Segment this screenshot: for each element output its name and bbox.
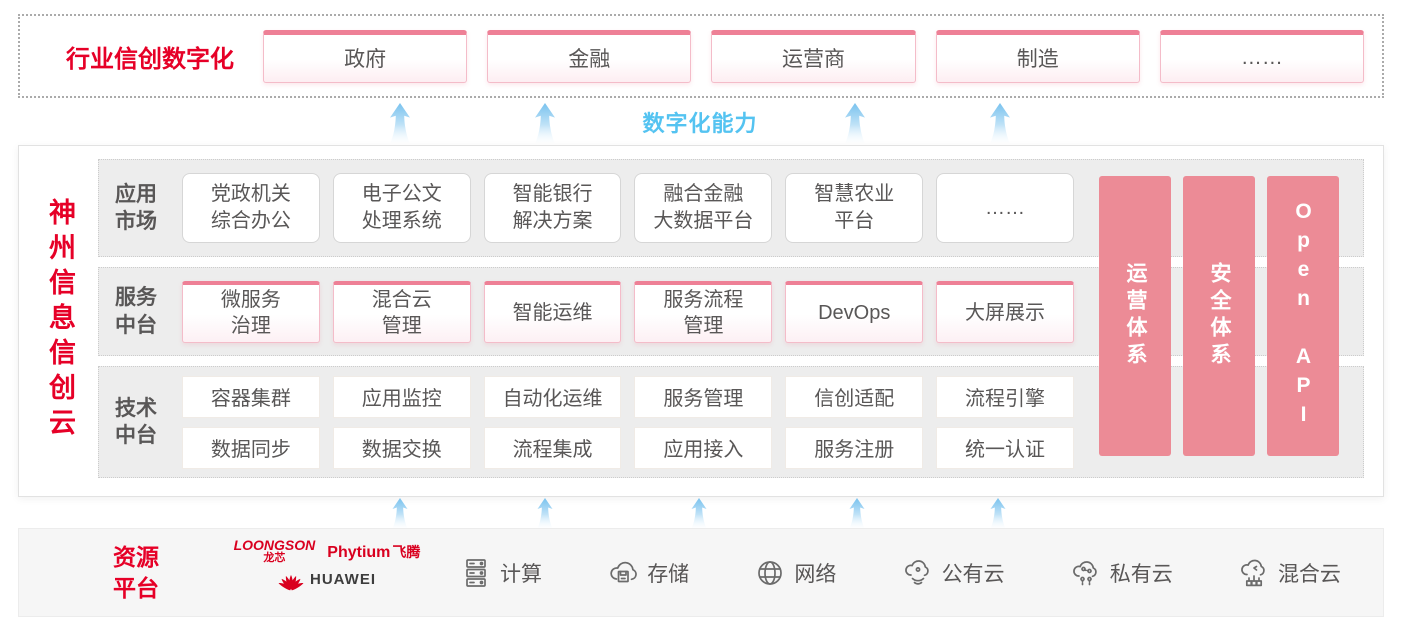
service-box: 智能运维: [483, 280, 622, 343]
app-box: 电子公文处理系统: [332, 173, 471, 243]
tech-box: 应用接入: [634, 426, 773, 469]
app-box: 智能银行解决方案: [483, 173, 622, 243]
loongson-logo: LOONGSON 龙芯: [233, 537, 316, 564]
side-bar-operation-system: 运营体系: [1099, 176, 1171, 456]
phytium-logo: Phytium 飞腾: [327, 544, 421, 561]
industry-item-telecom: 运营商: [711, 29, 916, 83]
up-arrow-icon: [392, 498, 408, 528]
huawei-logo: HUAWEI: [278, 567, 376, 591]
row-label-service-platform: 服务 中台: [115, 286, 157, 337]
resource-items: 计算 存储 网络: [459, 529, 1341, 616]
tech-box: 服务注册: [785, 426, 924, 469]
resource-item-private-cloud: 私有云: [1069, 556, 1173, 590]
resource-item-compute: 计算: [459, 556, 542, 590]
service-box: 微服务治理: [182, 280, 320, 343]
industry-item-government: 政府: [263, 29, 468, 83]
up-arrow-icon: [990, 103, 1010, 143]
tech-box: 流程引擎: [936, 375, 1074, 418]
up-arrow-icon: [390, 103, 410, 143]
tech-box: 信创适配: [785, 375, 924, 418]
row-app-market: 应用 市场 党政机关综合办公 电子公文处理系统 智能银行解决方案 融合金融大数据…: [98, 159, 1364, 257]
service-box: 混合云管理: [332, 280, 471, 343]
resource-platform-title: 资源 平台: [113, 543, 159, 601]
tech-box: 自动化运维: [483, 375, 622, 418]
row-label-app-market: 应用 市场: [115, 182, 157, 233]
up-arrow-icon: [535, 103, 555, 143]
network-icon: [758, 560, 783, 585]
resource-item-network: 网络: [753, 556, 836, 590]
up-arrow-icon: [849, 498, 865, 528]
hybrid-cloud-icon: [1241, 559, 1265, 586]
industry-item-manufacturing: 制造: [935, 29, 1140, 83]
app-box-more: ……: [936, 173, 1074, 243]
industry-items: 政府 金融 运营商 制造 ……: [263, 29, 1365, 83]
side-bar-security-system: 安全体系: [1183, 176, 1255, 456]
app-box: 融合金融大数据平台: [634, 173, 773, 243]
resource-item-storage: 存储: [606, 556, 689, 590]
app-box: 智慧农业平台: [785, 173, 924, 243]
service-box: 大屏展示: [936, 280, 1074, 343]
industry-banner: 行业信创数字化 政府 金融 运营商 制造 ……: [18, 14, 1384, 98]
service-box: 服务流程管理: [634, 280, 773, 343]
tech-box: 数据同步: [182, 426, 320, 469]
tech-box: 容器集群: [182, 375, 320, 418]
row-service-platform: 服务 中台 微服务治理 混合云管理 智能运维 服务流程管理 DevOps 大屏展…: [98, 267, 1364, 356]
up-arrow-icon: [990, 498, 1006, 528]
platform-box: 神州信息信创云 应用 市场 党政机关综合办公 电子公文处理系统 智能银行解决方案…: [18, 145, 1384, 497]
storage-icon: [610, 561, 637, 582]
platform-rows: 应用 市场 党政机关综合办公 电子公文处理系统 智能银行解决方案 融合金融大数据…: [98, 159, 1364, 478]
tech-box: 流程集成: [483, 426, 622, 469]
side-bar-open-api: Open API: [1267, 176, 1339, 456]
row-label-tech-platform: 技术 中台: [115, 396, 157, 447]
resource-platform-box: 资源 平台 LOONGSON 龙芯 Phytium 飞腾: [18, 528, 1384, 617]
industry-banner-title: 行业信创数字化: [66, 45, 234, 73]
platform-title: 神州信息信创云: [45, 197, 75, 443]
tech-box: 应用监控: [332, 375, 471, 418]
tech-box: 服务管理: [634, 375, 773, 418]
industry-item-finance: 金融: [487, 29, 692, 83]
public-cloud-icon: [904, 559, 929, 585]
private-cloud-icon: [1072, 560, 1097, 585]
server-icon: [466, 558, 486, 587]
up-arrow-icon: [845, 103, 865, 143]
resource-item-public-cloud: 公有云: [901, 556, 1005, 590]
app-box: 党政机关综合办公: [182, 173, 320, 243]
up-arrow-icon: [537, 498, 553, 528]
tech-box: 数据交换: [332, 426, 471, 469]
huawei-flower-icon: [278, 575, 304, 591]
up-arrow-icon: [691, 498, 707, 528]
tech-box: 统一认证: [936, 426, 1074, 469]
resource-item-hybrid-cloud: 混合云: [1237, 556, 1341, 590]
service-box: DevOps: [785, 280, 924, 343]
industry-item-more: ……: [1159, 29, 1365, 83]
vendor-logos: LOONGSON 龙芯 Phytium 飞腾: [217, 538, 437, 591]
row-tech-platform: 技术 中台 容器集群 数据同步 应用监控 数据交换 自动化运维 流程集成: [98, 366, 1364, 478]
capability-label: 数字化能力: [642, 111, 758, 136]
